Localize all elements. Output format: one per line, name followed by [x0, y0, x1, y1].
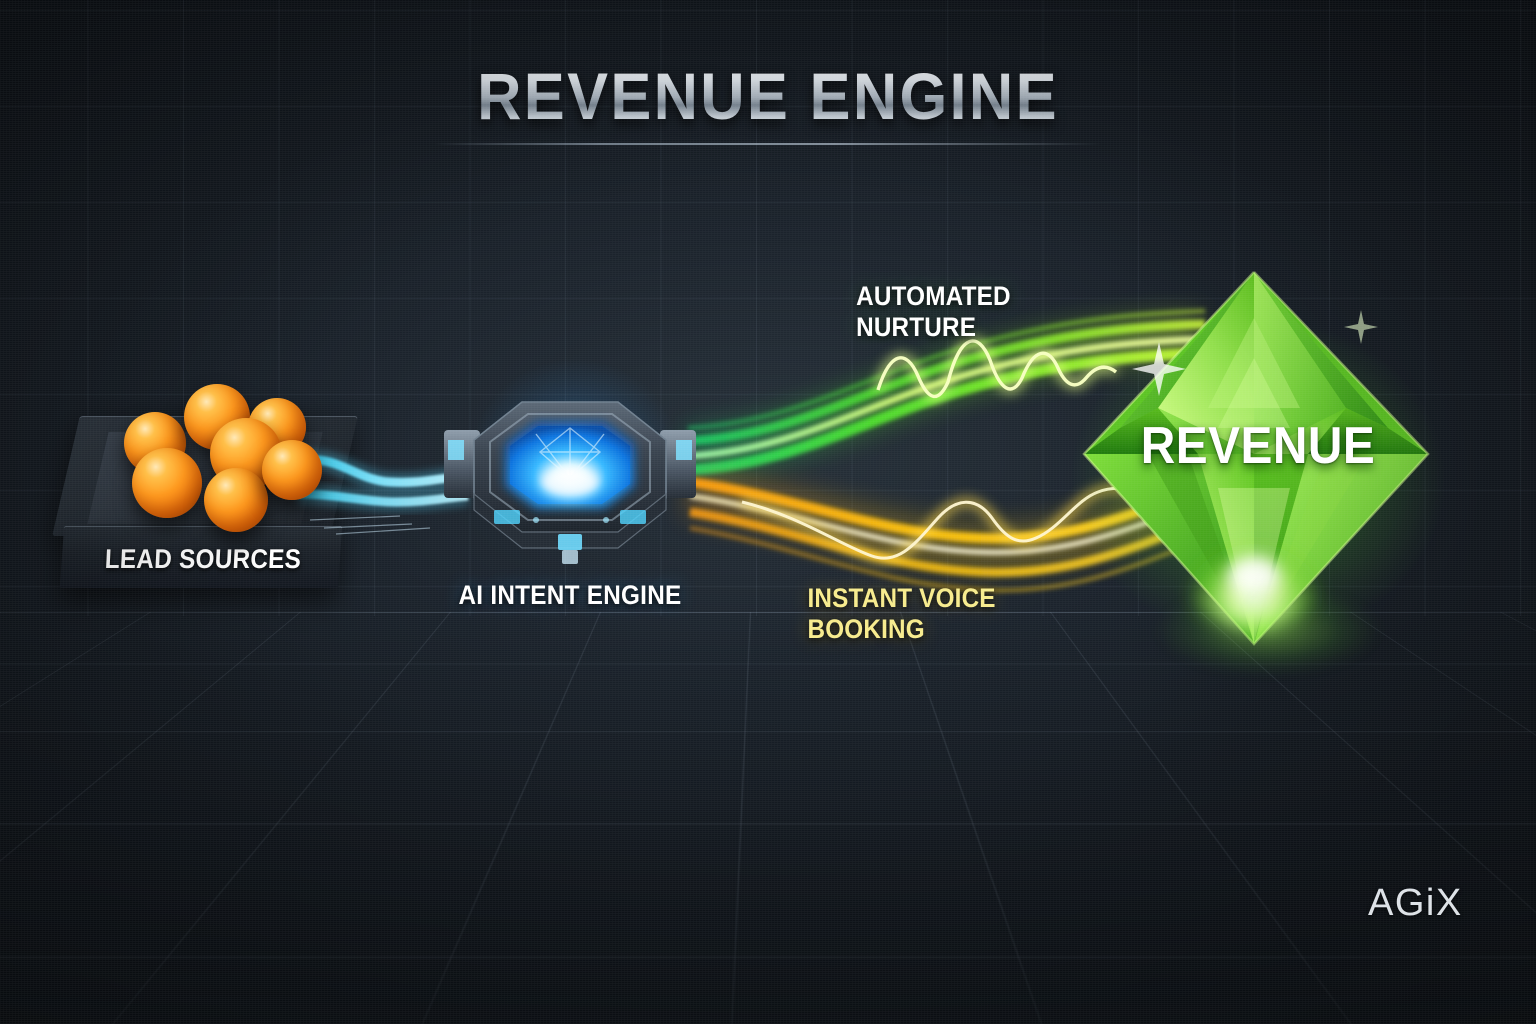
lead-sphere: [262, 440, 322, 500]
revenue-gem-label: REVENUE: [1140, 417, 1376, 475]
brand-watermark: AGiX: [1368, 882, 1463, 924]
flow-label-instant-voice-booking: INSTANT VOICE BOOKING: [807, 583, 996, 644]
title-underline: [434, 143, 1102, 145]
gem-floor-reflection: [1118, 588, 1418, 708]
lead-sphere: [132, 448, 202, 518]
node-ai-intent-engine[interactable]: [436, 382, 704, 572]
page-title: REVENUE ENGINE: [54, 58, 1482, 134]
node-lead-sources[interactable]: LEAD SOURCES: [52, 376, 362, 596]
gem-shape: [1082, 271, 1430, 646]
flow-label-automated-nurture: AUTOMATED NURTURE: [856, 281, 1011, 342]
ai-intent-engine-label: AI INTENT ENGINE: [458, 580, 682, 610]
cable-bundle-lead-to-engine: [297, 449, 469, 535]
lead-sphere: [204, 468, 268, 532]
node-revenue-gem[interactable]: REVENUE: [948, 188, 1536, 748]
